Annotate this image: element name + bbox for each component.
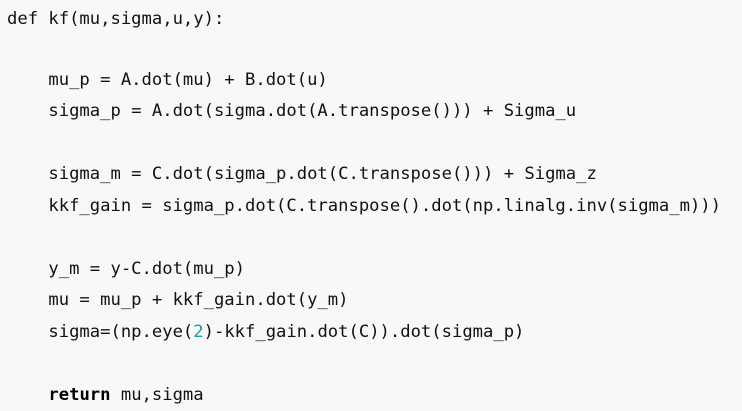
code-line-sigma-m: sigma_m = C.dot(sigma_p.dot(C.transpose(… xyxy=(7,164,597,184)
code-line-return: return mu,sigma xyxy=(7,385,204,405)
code-line-mu-update: mu = mu_p + kkf_gain.dot(y_m) xyxy=(7,290,349,310)
code-line-def: def kf(mu,sigma,u,y): xyxy=(7,9,225,29)
code-line-sigma-p: sigma_p = A.dot(sigma.dot(A.transpose())… xyxy=(7,101,577,121)
indent xyxy=(7,385,48,405)
number-literal: 2 xyxy=(193,322,204,342)
code-line-y-m: y_m = y-C.dot(mu_p) xyxy=(7,259,245,279)
return-keyword: return xyxy=(48,385,111,405)
code-text: mu,sigma xyxy=(110,385,204,405)
code-line-mu-p: mu_p = A.dot(mu) + B.dot(u) xyxy=(7,70,328,90)
code-line-sigma-update: sigma=(np.eye(2)-kkf_gain.dot(C)).dot(si… xyxy=(7,322,524,342)
code-text: sigma=(np.eye( xyxy=(7,322,194,342)
code-text: )-kkf_gain.dot(C)).dot(sigma_p) xyxy=(203,322,525,342)
code-line-kkf-gain: kkf_gain = sigma_p.dot(C.transpose().dot… xyxy=(7,196,721,216)
